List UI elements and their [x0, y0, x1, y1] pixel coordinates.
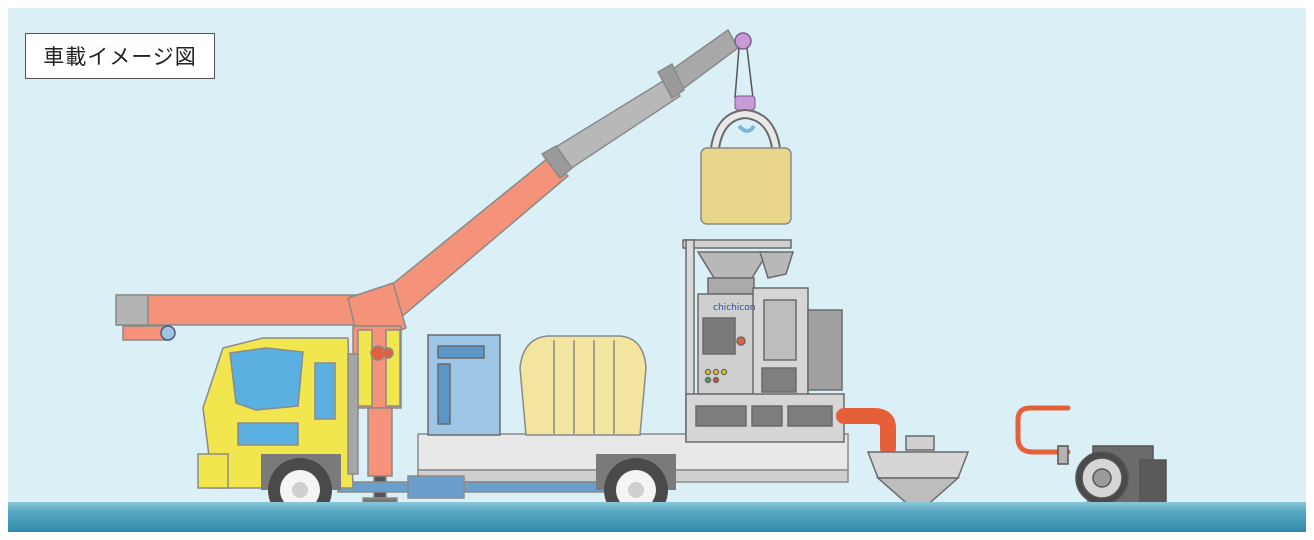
- illustration-frame: chichicon 車載イメージ図: [8, 8, 1306, 532]
- truck-bed: [338, 434, 848, 498]
- truck-crane-scene: chichicon: [8, 8, 1306, 532]
- stowed-boom: [116, 295, 360, 340]
- hoist-hook: [715, 48, 776, 148]
- discharge-hose: [844, 416, 888, 448]
- caption-label: 車載イメージ図: [25, 33, 215, 79]
- material-bag: [701, 148, 791, 224]
- machine-brand-label: chichicon: [713, 303, 755, 313]
- ground-strip: [8, 502, 1306, 532]
- water-tank: [520, 336, 646, 435]
- blue-cabinet: [428, 335, 500, 435]
- mixer-machine: [683, 240, 844, 442]
